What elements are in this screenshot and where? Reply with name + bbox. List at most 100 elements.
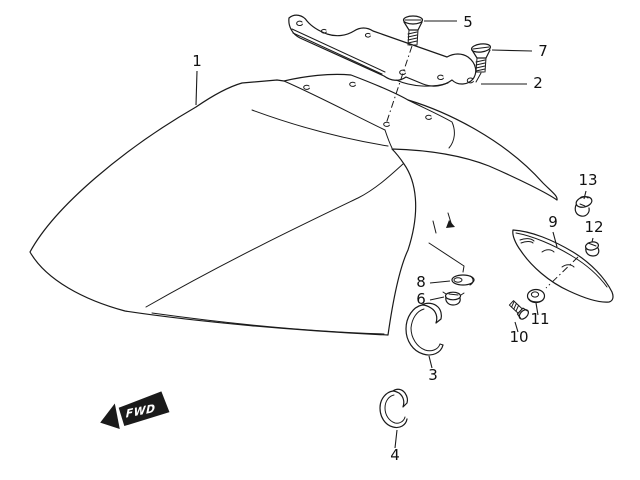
bracket-hole	[466, 77, 474, 84]
bracket-hole	[320, 28, 327, 34]
flap-inner	[384, 394, 406, 424]
fender-bottom-rim	[151, 312, 385, 335]
flap-inner	[410, 308, 441, 352]
assembly-line-screw5	[385, 45, 413, 125]
part-label-9: 9	[548, 213, 558, 231]
nut-wing	[442, 291, 465, 296]
fender-hole	[383, 121, 390, 127]
leader-1	[195, 70, 198, 106]
fender-outline	[29, 73, 558, 336]
flap-4	[379, 388, 408, 429]
washer-shade	[528, 298, 544, 303]
washer-11	[526, 288, 546, 304]
leader-6	[429, 296, 445, 301]
fender-trough-line	[251, 109, 389, 147]
panel-outline	[512, 229, 614, 303]
screw-10	[508, 300, 529, 320]
leader-13	[583, 190, 587, 200]
clip-skirt	[585, 247, 600, 257]
bracket-thickness-line	[395, 79, 449, 87]
clip8-mount-leader	[428, 242, 465, 273]
nut-skirt	[445, 296, 461, 306]
brace-bracket	[288, 14, 477, 87]
clip-head	[575, 196, 593, 208]
nut-slot	[448, 293, 459, 296]
part-label-12: 12	[584, 218, 603, 236]
screw-threads	[407, 31, 418, 44]
screw-head	[470, 43, 492, 53]
clip-slot	[587, 242, 597, 247]
screw-cone	[471, 49, 491, 59]
flap-3	[405, 302, 444, 356]
fender-hole	[303, 84, 310, 90]
part-label-3: 3	[428, 366, 438, 384]
panel-assembly-line	[545, 256, 579, 289]
part-labels: 1 2 3 4 5 6 7 8 9 10 11 12 13	[192, 13, 603, 464]
side-panel-9	[512, 229, 614, 303]
bracket-thickness-line	[292, 32, 383, 75]
clip-body	[451, 274, 475, 286]
bracket-hole	[437, 74, 444, 80]
screw-head	[518, 309, 529, 320]
screw-slot	[472, 46, 490, 50]
screw-7	[470, 43, 492, 73]
clip-skirt	[574, 204, 590, 217]
leader-9	[552, 231, 558, 248]
assembly-line-screw7	[475, 72, 482, 83]
fwd-label: FWD	[126, 402, 156, 421]
flap-endcap	[439, 343, 444, 346]
leader-lines	[195, 20, 594, 449]
screw-head	[402, 15, 424, 25]
fwd-arrowhead-icon	[100, 403, 120, 429]
leader-4	[394, 429, 398, 449]
front-fender	[29, 73, 558, 336]
clip-12	[584, 241, 600, 257]
fwd-arrow: FWD	[100, 391, 170, 429]
washer-outer	[526, 288, 546, 304]
leader-11	[535, 302, 539, 316]
part-label-5: 5	[463, 13, 473, 31]
part-label-7: 7	[538, 42, 548, 60]
clip-13	[574, 196, 593, 217]
nut-top	[444, 291, 462, 301]
panel-slot	[519, 238, 535, 244]
screw-threads	[475, 59, 486, 72]
leader-3	[428, 355, 433, 369]
clip-position-tick	[432, 220, 437, 234]
bracket-hole	[296, 20, 303, 26]
fender-hole	[425, 114, 432, 120]
leader-8	[429, 280, 451, 284]
clip-head	[584, 241, 600, 251]
clip-8	[451, 274, 475, 286]
flap-outer	[405, 304, 444, 356]
leader-12	[591, 237, 594, 243]
flap-fold	[421, 302, 442, 324]
screw-head-side	[516, 307, 528, 319]
fender-hole	[349, 81, 356, 87]
panel-tick	[541, 249, 555, 253]
screw-5	[402, 15, 424, 46]
panel-tick	[561, 264, 575, 268]
clip-detail	[579, 196, 589, 207]
screw-cone	[403, 21, 423, 31]
fwd-arrow-body	[118, 391, 170, 427]
clip-fold	[469, 275, 474, 286]
fender-hump-edge	[407, 99, 455, 149]
leader-10	[514, 321, 519, 333]
washer-hole	[530, 291, 540, 298]
part-label-13: 13	[578, 171, 597, 189]
flap-outer	[379, 390, 408, 429]
panel-thickness-line	[515, 232, 608, 288]
bracket-thickness-line	[291, 28, 386, 73]
part-label-6: 6	[416, 290, 426, 308]
part-label-1: 1	[192, 52, 202, 70]
part-label-11: 11	[530, 310, 549, 328]
nut-6	[442, 291, 465, 306]
screw-threads	[511, 300, 520, 312]
fender-step-edge	[384, 129, 393, 149]
leader-7	[491, 49, 533, 52]
fender-ridge-line	[283, 80, 386, 131]
part-label-10: 10	[509, 328, 528, 346]
